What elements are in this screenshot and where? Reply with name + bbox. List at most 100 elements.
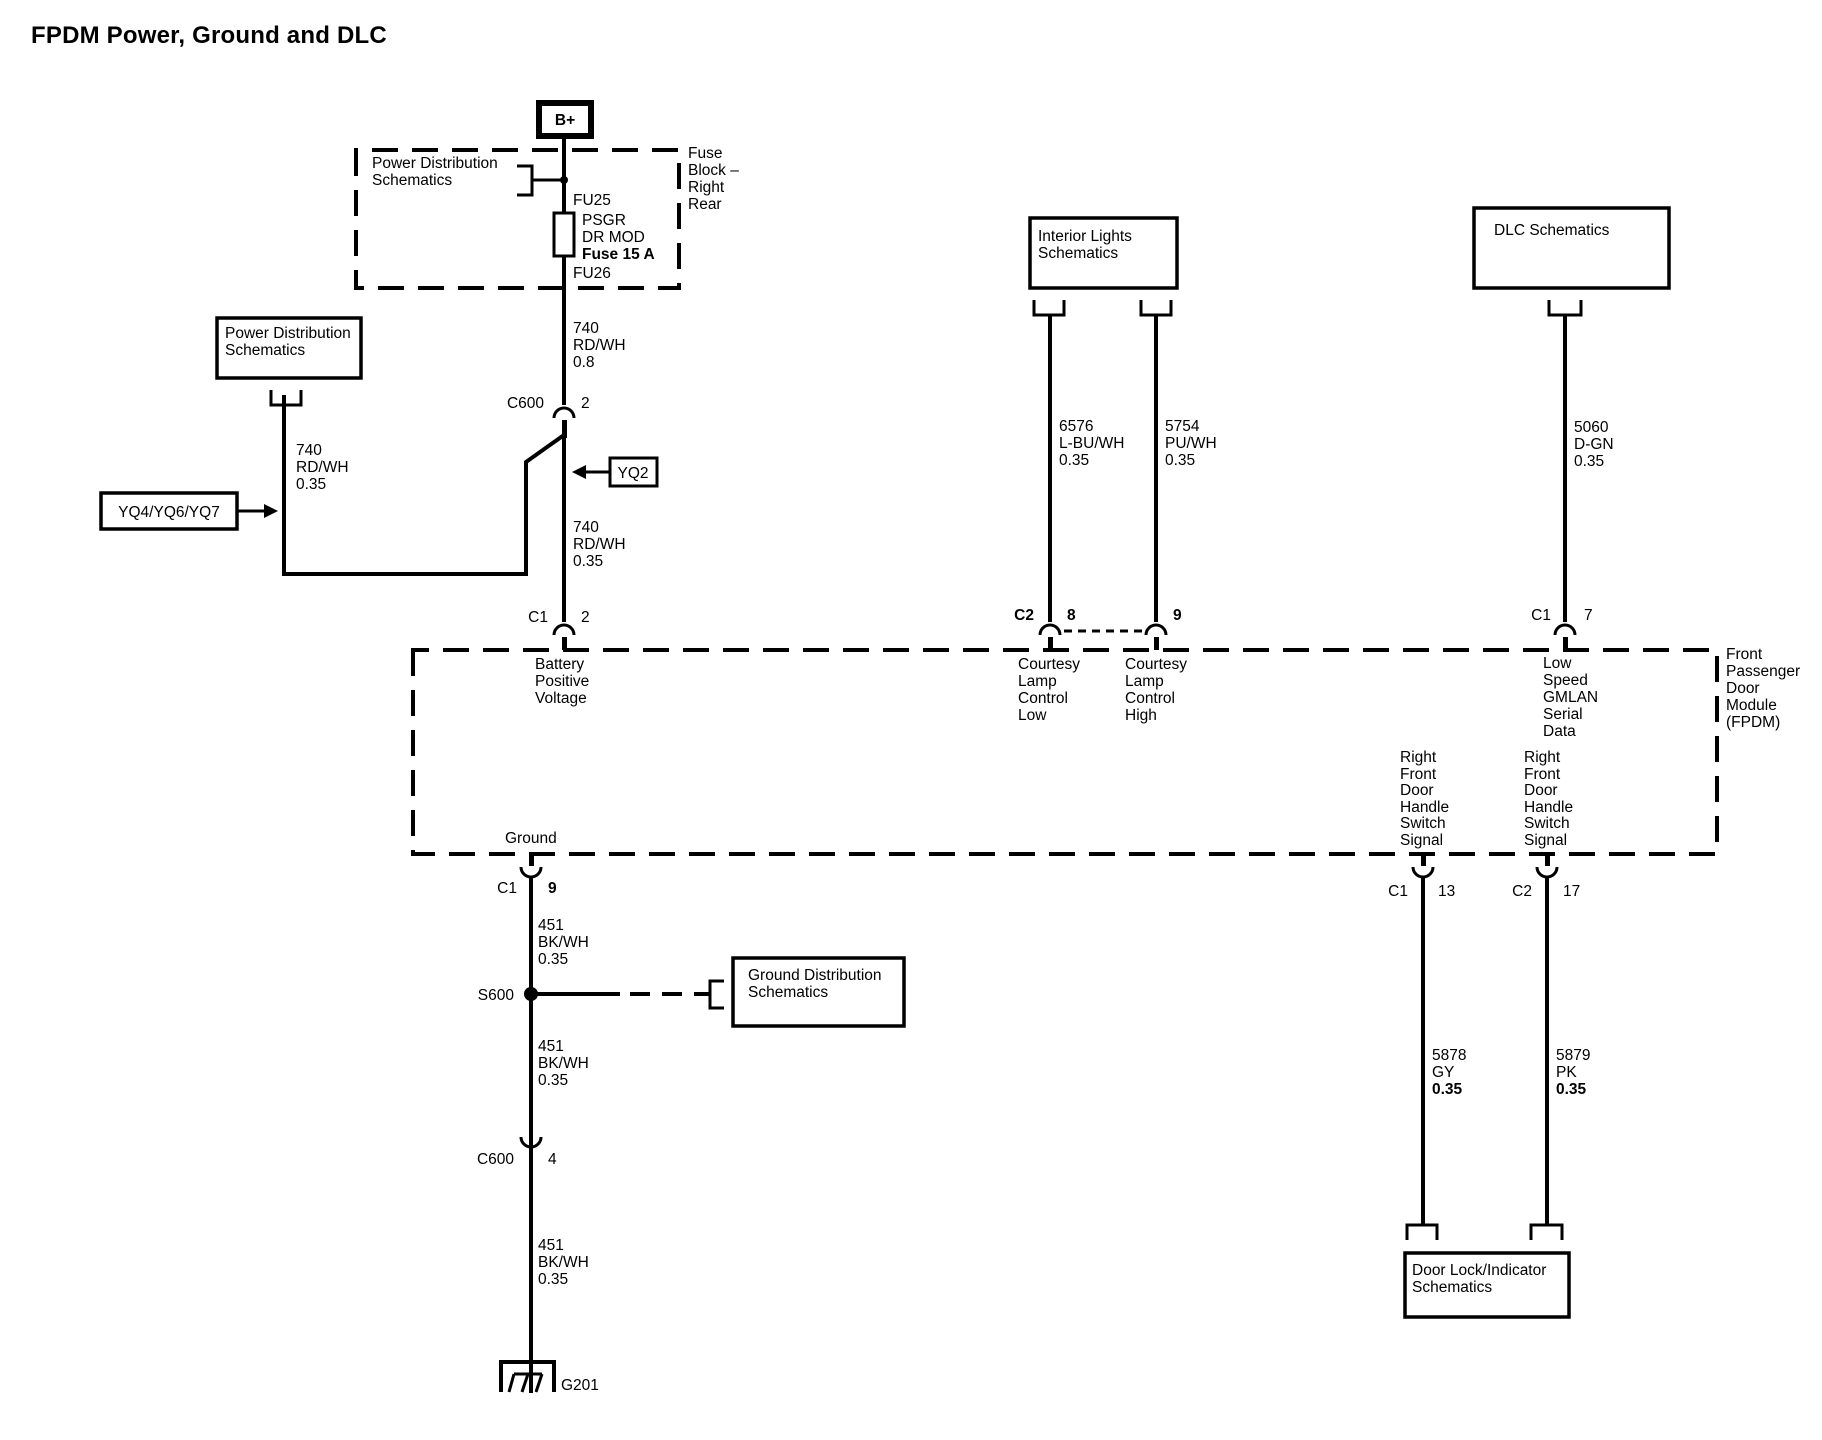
svg-text:4: 4 [548,1151,557,1168]
svg-text:C1: C1 [1531,607,1551,624]
svg-text:BK/WH: BK/WH [538,934,589,951]
svg-text:C1: C1 [1388,883,1408,900]
svg-text:0.35: 0.35 [1059,452,1089,469]
svg-text:C600: C600 [507,395,544,412]
svg-text:Handle: Handle [1400,799,1449,816]
connector-c1-pin-9: C1 9 [497,854,557,897]
fuse-label-3: Fuse 15 A [582,246,655,263]
connector-c600-pin-2: C600 2 [507,395,590,438]
svg-text:451: 451 [538,917,564,934]
ground-g201-icon: G201 [499,1360,599,1394]
svg-text:Right: Right [688,179,725,196]
ref-box-ground-distribution[interactable]: Ground Distribution Schematics [708,956,906,1028]
svg-text:740: 740 [296,442,322,459]
svg-text:Front: Front [1524,766,1561,783]
ref-box-door-lock-indicator[interactable]: Door Lock/Indicator Schematics [1403,1223,1571,1319]
wire-label-451-a: 451 BK/WH 0.35 [538,917,589,968]
svg-text:C1: C1 [528,609,548,626]
svg-text:Door: Door [1400,782,1434,799]
b-plus-label: B+ [555,112,575,129]
ref-box-power-distribution[interactable]: Power Distribution Schematics [215,316,363,407]
svg-text:Handle: Handle [1524,799,1573,816]
pin-label-courtesy-lamp-low: Courtesy Lamp Control Low [1018,656,1080,724]
svg-text:Passenger: Passenger [1726,663,1800,680]
ref-box-interior-lights[interactable]: Interior Lights Schematics [1028,216,1179,317]
svg-text:RD/WH: RD/WH [573,536,626,553]
svg-text:DLC Schematics: DLC Schematics [1494,222,1610,239]
wire-label-5879: 5879 PK 0.35 [1556,1047,1590,1098]
wire-label-451-c: 451 BK/WH 0.35 [538,1237,589,1288]
svg-text:Switch: Switch [1524,815,1570,832]
svg-text:Right: Right [1524,749,1561,766]
svg-text:451: 451 [538,1237,564,1254]
pin-label-rf-door-handle-2: Right Front Door Handle Switch Signal [1524,749,1573,849]
connector-c2-pin-9: 9 [1144,607,1182,650]
svg-text:Control: Control [1018,690,1068,707]
svg-text:Schematics: Schematics [372,172,452,189]
connector-c2-pin-8: C2 8 [1014,607,1076,650]
svg-text:GMLAN: GMLAN [1543,689,1598,706]
fuse-label-2: DR MOD [582,229,645,246]
page-title: FPDM Power, Ground and DLC [31,22,387,49]
svg-text:Low: Low [1543,655,1572,672]
svg-text:Battery: Battery [535,656,584,673]
svg-text:Right: Right [1400,749,1437,766]
svg-text:0.35: 0.35 [1556,1081,1587,1098]
wire-label-451-b: 451 BK/WH 0.35 [538,1038,589,1089]
svg-text:Lamp: Lamp [1018,673,1057,690]
fuse-block-power-distribution-ref[interactable]: Power Distribution Schematics [372,155,563,197]
svg-text:C2: C2 [1512,883,1532,900]
svg-text:YQ4/YQ6/YQ7: YQ4/YQ6/YQ7 [118,504,220,521]
connector-c600-pin-4: C600 4 [477,1136,557,1168]
svg-text:0.35: 0.35 [1432,1081,1463,1098]
svg-text:Schematics: Schematics [225,342,305,359]
svg-text:0.8: 0.8 [573,354,595,371]
svg-text:Front: Front [1726,646,1763,663]
svg-text:Module: Module [1726,697,1777,714]
wire-label-5754: 5754 PU/WH 0.35 [1165,418,1217,469]
svg-text:Control: Control [1125,690,1175,707]
svg-text:Signal: Signal [1524,832,1567,849]
svg-text:2: 2 [581,395,590,412]
svg-text:451: 451 [538,1038,564,1055]
pin-label-battery-positive-voltage: Battery Positive Voltage [535,656,589,707]
fuse-block-name: Fuse Block – Right Rear [688,145,739,213]
svg-text:0.35: 0.35 [538,1072,568,1089]
svg-text:740: 740 [573,519,599,536]
svg-text:Rear: Rear [688,196,722,213]
svg-text:PK: PK [1556,1064,1577,1081]
svg-text:0.35: 0.35 [296,476,326,493]
svg-text:Low: Low [1018,707,1047,724]
svg-text:Schematics: Schematics [748,984,828,1001]
svg-text:Positive: Positive [535,673,589,690]
svg-text:G201: G201 [561,1377,599,1394]
svg-text:Door: Door [1524,782,1558,799]
fuse-in-label: FU25 [573,192,611,209]
wire-label-740-top: 740 RD/WH 0.8 [573,320,626,371]
svg-text:S600: S600 [478,987,515,1004]
svg-text:0.35: 0.35 [573,553,603,570]
svg-text:Power Distribution: Power Distribution [225,325,351,342]
svg-text:L-BU/WH: L-BU/WH [1059,435,1124,452]
pin-label-rf-door-handle-1: Right Front Door Handle Switch Signal [1400,749,1449,849]
svg-text:RD/WH: RD/WH [573,337,626,354]
ref-box-dlc[interactable]: DLC Schematics [1472,206,1671,317]
fuse-icon [552,211,576,258]
svg-text:Interior Lights: Interior Lights [1038,228,1132,245]
wire-740-option-branch[interactable] [282,395,566,576]
svg-text:Ground Distribution: Ground Distribution [748,967,882,984]
svg-text:0.35: 0.35 [1574,453,1604,470]
svg-text:Data: Data [1543,723,1576,740]
svg-text:13: 13 [1438,883,1455,900]
svg-text:17: 17 [1563,883,1580,900]
wire-label-740-left: 740 RD/WH 0.35 [296,442,349,493]
fuse-block-right-rear: Fuse Block – Right Rear Power Distributi… [354,145,739,290]
svg-text:5754: 5754 [1165,418,1200,435]
svg-text:2: 2 [581,609,590,626]
wire-label-5878: 5878 GY 0.35 [1432,1047,1466,1098]
svg-text:Block –: Block – [688,162,739,179]
svg-text:Courtesy: Courtesy [1125,656,1187,673]
svg-text:PU/WH: PU/WH [1165,435,1217,452]
svg-text:Switch: Switch [1400,815,1446,832]
